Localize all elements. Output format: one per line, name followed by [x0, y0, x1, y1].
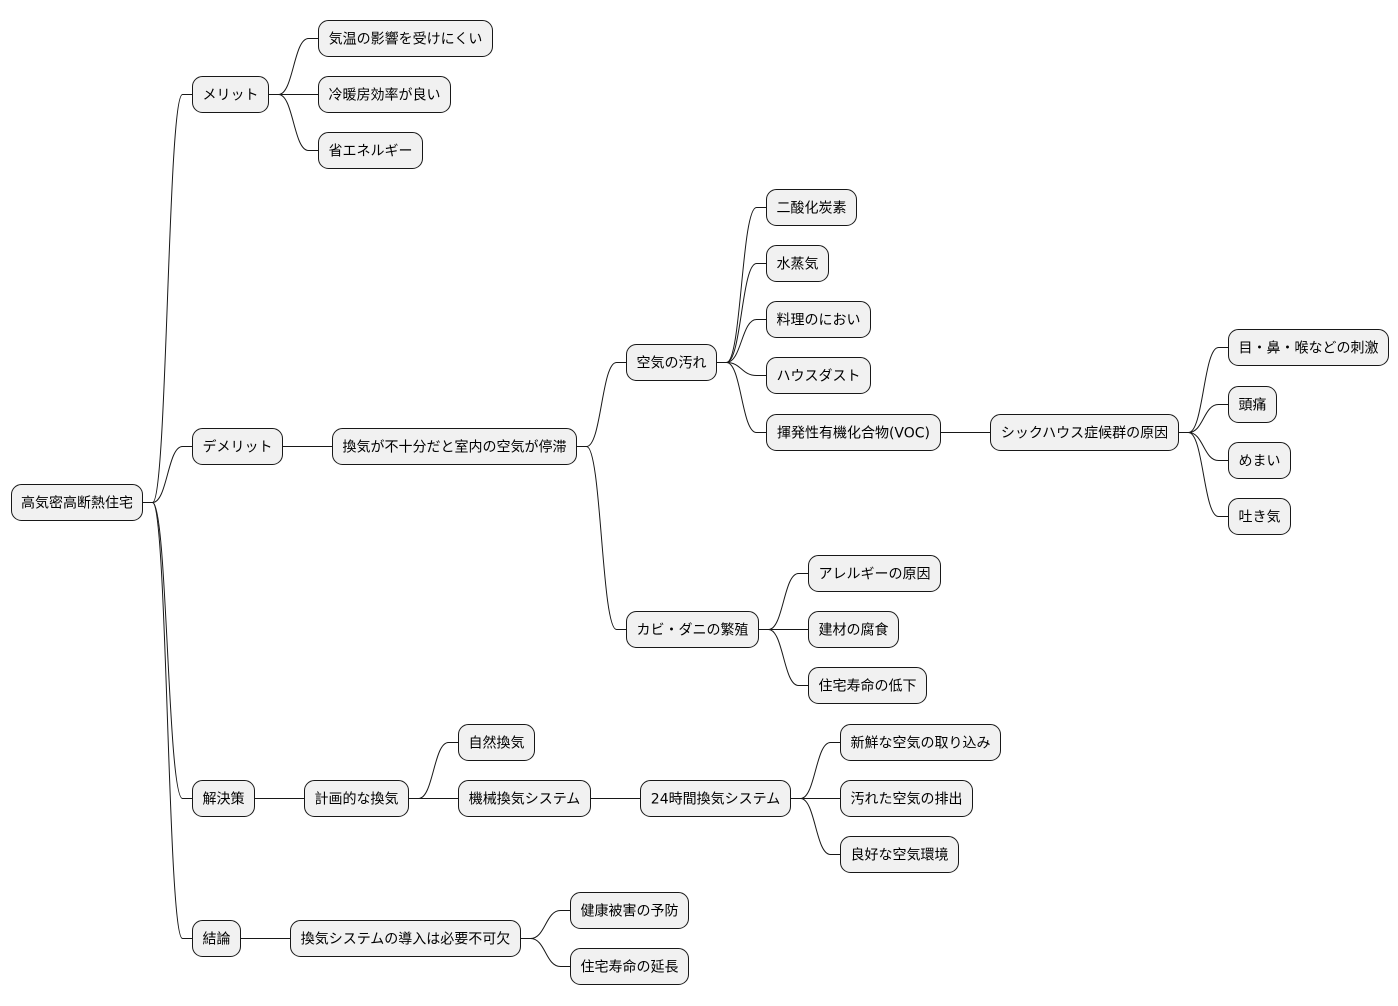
node-mold-lifespan-label: 住宅寿命の低下 [819, 678, 917, 695]
connector-line [758, 629, 809, 686]
connector-line [142, 94, 193, 503]
node-24h-system-label: 24時間換気システム [651, 792, 780, 808]
node-good-air-environment: 良好な空気環境 [840, 836, 959, 873]
node-stagnation: 換気が不十分だと室内の空気が停滞 [332, 428, 577, 465]
node-pollution-house-dust: ハウスダスト [766, 357, 871, 394]
node-mold-corrosion: 建材の腐食 [808, 611, 899, 648]
node-solution: 解決策 [192, 780, 255, 817]
connector-line [1178, 404, 1229, 433]
connector-line [268, 38, 319, 95]
node-sick-house-label: シックハウス症候群の原因 [1001, 426, 1168, 442]
node-air-pollution-label: 空気の汚れ [637, 356, 707, 372]
connector-line [716, 362, 767, 376]
node-air-pollution: 空気の汚れ [626, 344, 717, 381]
node-root: 高気密高断熱住宅 [11, 484, 143, 521]
connector-line [268, 94, 319, 151]
node-symptom-irritation: 目・鼻・喉などの刺激 [1228, 329, 1389, 366]
node-demerit: デメリット [192, 428, 283, 465]
node-mechanical-ventilation-label: 機械換気システム [469, 792, 581, 808]
connector-line [716, 263, 767, 363]
node-mold-allergy-label: アレルギーの原因 [819, 567, 931, 583]
node-merit-item-1: 気温の影響を受けにくい [318, 20, 493, 57]
node-planned-ventilation: 計画的な換気 [304, 780, 409, 817]
node-fresh-air-intake-label: 新鮮な空気の取り込み [851, 736, 991, 752]
node-pollution-cooking-smell-label: 料理のにおい [777, 313, 861, 329]
node-merit-item-3-label: 省エネルギー [329, 144, 413, 160]
node-natural-ventilation: 自然換気 [458, 724, 535, 761]
mindmap-nodes: 高気密高断熱住宅 メリット 気温の影響を受けにくい 冷暖房効率が良い 省エネルギ… [11, 20, 1389, 985]
connector-line [142, 502, 193, 939]
node-merit-item-2-label: 冷暖房効率が良い [329, 87, 441, 104]
node-pollution-co2: 二酸化炭素 [766, 189, 857, 226]
node-sick-house: シックハウス症候群の原因 [990, 414, 1179, 451]
connector-line [716, 319, 767, 363]
connector-line [142, 502, 193, 799]
connector-line [1178, 432, 1229, 517]
node-dirty-air-exhaust: 汚れた空気の排出 [840, 780, 973, 817]
connector-line [142, 446, 193, 503]
node-fresh-air-intake: 新鮮な空気の取り込み [840, 724, 1001, 761]
node-24h-system: 24時間換気システム [640, 780, 791, 817]
connector-line [520, 938, 571, 967]
node-health-prevention-label: 健康被害の予防 [581, 903, 679, 920]
node-pollution-voc: 揮発性有機化合物(VOC) [766, 414, 941, 451]
node-lifespan-extension-label: 住宅寿命の延長 [581, 959, 679, 976]
mindmap-connectors [142, 38, 1229, 967]
node-merit-item-1-label: 気温の影響を受けにくい [329, 31, 483, 48]
node-conclusion-statement-label: 換気システムの導入は必要不可欠 [301, 932, 511, 948]
node-conclusion-label: 結論 [203, 932, 231, 948]
node-symptom-headache-label: 頭痛 [1239, 397, 1267, 414]
connector-line [790, 798, 841, 855]
connector-line [758, 573, 809, 630]
node-pollution-vapor-label: 水蒸気 [777, 257, 819, 273]
connector-line [576, 362, 627, 447]
connector-line [576, 446, 627, 630]
node-symptom-nausea: 吐き気 [1228, 498, 1291, 535]
node-merit: メリット [192, 76, 269, 113]
connector-line [408, 742, 459, 799]
node-root-label: 高気密高断熱住宅 [21, 495, 133, 512]
node-mold: カビ・ダニの繁殖 [626, 611, 759, 648]
node-symptom-dizziness-label: めまい [1239, 454, 1281, 470]
connector-line [1178, 432, 1229, 461]
node-solution-label: 解決策 [203, 791, 245, 808]
node-pollution-cooking-smell: 料理のにおい [766, 301, 871, 338]
node-natural-ventilation-label: 自然換気 [469, 735, 525, 752]
connector-line [1178, 347, 1229, 433]
node-pollution-house-dust-label: ハウスダスト [777, 369, 861, 385]
node-symptom-dizziness: めまい [1228, 442, 1291, 479]
node-symptom-headache: 頭痛 [1228, 386, 1277, 423]
node-mold-lifespan: 住宅寿命の低下 [808, 667, 927, 704]
connector-line [790, 742, 841, 799]
node-conclusion-statement: 換気システムの導入は必要不可欠 [290, 920, 521, 957]
node-merit-item-2: 冷暖房効率が良い [318, 76, 451, 113]
node-pollution-co2-label: 二酸化炭素 [777, 201, 847, 217]
node-demerit-label: デメリット [203, 439, 273, 456]
node-merit-label: メリット [203, 88, 259, 104]
node-good-air-environment-label: 良好な空気環境 [851, 848, 949, 864]
node-lifespan-extension: 住宅寿命の延長 [570, 948, 689, 985]
node-pollution-voc-label: 揮発性有機化合物(VOC) [777, 426, 930, 442]
node-symptom-nausea-label: 吐き気 [1239, 510, 1281, 526]
node-mold-allergy: アレルギーの原因 [808, 555, 941, 592]
node-conclusion: 結論 [192, 920, 241, 957]
node-health-prevention: 健康被害の予防 [570, 892, 689, 929]
connector-line [520, 910, 571, 939]
node-mold-label: カビ・ダニの繁殖 [637, 622, 749, 639]
node-mold-corrosion-label: 建材の腐食 [819, 622, 889, 639]
node-planned-ventilation-label: 計画的な換気 [315, 792, 399, 808]
node-stagnation-label: 換気が不十分だと室内の空気が停滞 [343, 439, 567, 456]
connector-line [716, 207, 767, 363]
node-merit-item-3: 省エネルギー [318, 132, 423, 169]
connector-line [716, 362, 767, 433]
node-symptom-irritation-label: 目・鼻・喉などの刺激 [1239, 340, 1379, 357]
node-mechanical-ventilation: 機械換気システム [458, 780, 591, 817]
node-pollution-vapor: 水蒸気 [766, 245, 829, 282]
node-dirty-air-exhaust-label: 汚れた空気の排出 [851, 792, 963, 808]
